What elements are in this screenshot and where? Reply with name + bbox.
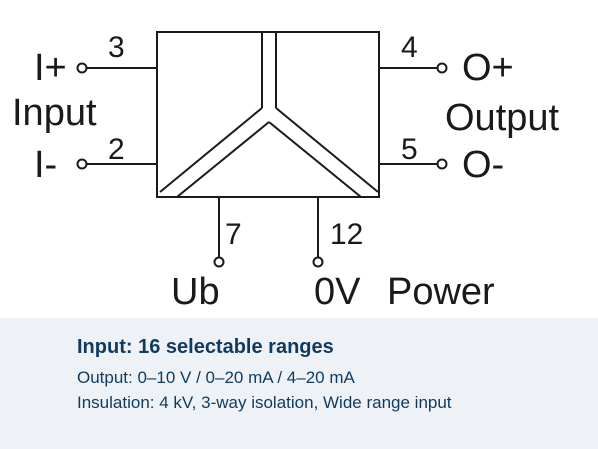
pin-number-2: 2	[108, 133, 125, 166]
output-label: Output	[445, 97, 560, 139]
info-output-line: Output: 0–10 V / 0–20 mA / 4–20 mA	[77, 368, 355, 387]
output-minus-terminal	[379, 158, 448, 170]
ub-label: Ub	[171, 271, 220, 313]
isolation-barrier-symbol	[159, 32, 379, 198]
pin-number-7: 7	[225, 218, 242, 251]
pin-number-4: 4	[401, 31, 418, 64]
input-minus-label: I-	[34, 144, 57, 186]
input-label: Input	[12, 92, 97, 134]
isolator-wiring-diagram: 3 2 4 5 7 12 I+ Input I- O+ Output O- Ub…	[12, 31, 560, 313]
input-minus-terminal	[76, 158, 157, 170]
zero-volt-label: 0V	[314, 271, 361, 313]
output-plus-terminal	[379, 62, 448, 74]
power-label: Power	[387, 271, 495, 313]
info-panel	[0, 318, 598, 449]
pin-number-3: 3	[108, 31, 125, 64]
wiring-diagram-svg: 3 2 4 5 7 12 I+ Input I- O+ Output O- Ub…	[12, 31, 560, 313]
info-title: Input: 16 selectable ranges	[77, 336, 334, 358]
pin-number-5: 5	[401, 133, 418, 166]
info-insulation-line: Insulation: 4 kV, 3-way isolation, Wide …	[77, 393, 452, 412]
input-plus-label: I+	[34, 47, 67, 89]
output-plus-label: O+	[462, 47, 514, 89]
zero-volt-terminal	[312, 197, 324, 268]
pin-number-12: 12	[330, 218, 363, 251]
output-minus-label: O-	[462, 144, 504, 186]
ub-terminal	[213, 197, 225, 268]
input-plus-terminal	[76, 62, 157, 74]
module-body	[156, 31, 380, 198]
